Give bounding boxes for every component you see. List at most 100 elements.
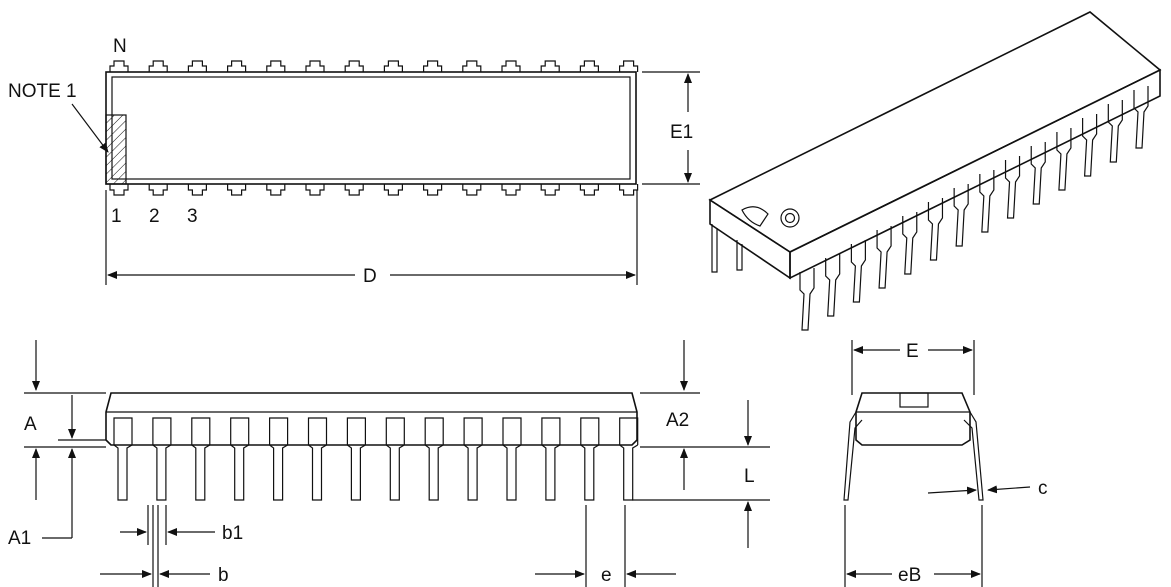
iso-pin bbox=[953, 184, 969, 247]
dim-e1-label: E1 bbox=[670, 122, 693, 143]
top-pin-stub-lower bbox=[423, 184, 443, 196]
c-arrow-right bbox=[927, 486, 977, 495]
pin-n-label: N bbox=[113, 36, 127, 57]
dim-b1-label: b1 bbox=[222, 523, 243, 544]
top-pin-stub-lower bbox=[462, 184, 482, 196]
pin1-index-mark bbox=[105, 114, 127, 185]
top-pin-stub-upper bbox=[148, 60, 168, 72]
side-view-pins bbox=[113, 417, 639, 501]
dim-e-label: e bbox=[601, 565, 612, 586]
top-pin-stub-lower bbox=[148, 184, 168, 196]
end-view-lead-right bbox=[963, 411, 984, 501]
iso-top-face bbox=[708, 11, 1162, 253]
side-pin bbox=[346, 417, 366, 501]
top-pin-stub-lower bbox=[383, 184, 403, 196]
iso-pin bbox=[876, 226, 892, 289]
end-view-body bbox=[855, 392, 971, 446]
top-pin-stub-lower bbox=[187, 184, 207, 196]
iso-view-pins bbox=[711, 86, 1149, 331]
top-pin-stub-upper bbox=[501, 60, 521, 72]
top-pin-stub-lower bbox=[266, 184, 286, 196]
dim-a1-label: A1 bbox=[8, 528, 31, 549]
top-pin-stub-upper bbox=[266, 60, 286, 72]
top-view-pins bbox=[109, 60, 639, 196]
end-view-notch bbox=[899, 392, 929, 408]
c-arrow-left bbox=[987, 485, 1031, 494]
iso-pin bbox=[825, 254, 841, 317]
side-view-body bbox=[105, 392, 638, 446]
top-pin-stub-upper bbox=[227, 60, 247, 72]
iso-pin bbox=[902, 212, 918, 275]
top-pin-stub-upper bbox=[109, 60, 129, 72]
iso-pin1-dot bbox=[780, 208, 800, 228]
top-pin-stub-upper bbox=[579, 60, 599, 72]
dim-b-label: b bbox=[218, 565, 229, 586]
side-pin bbox=[191, 417, 211, 501]
top-pin-stub-upper bbox=[305, 60, 325, 72]
side-view: A A1 A2 L b1 b e bbox=[8, 340, 770, 587]
top-pin-stub-upper bbox=[383, 60, 403, 72]
iso-pin bbox=[1030, 142, 1046, 205]
dim-d-label: D bbox=[363, 266, 377, 287]
note-1-label: NOTE 1 bbox=[8, 81, 77, 102]
iso-pin bbox=[850, 240, 866, 303]
top-pin-stub-upper bbox=[344, 60, 364, 72]
dim-eb-label: eB bbox=[898, 565, 921, 586]
iso-pin bbox=[979, 170, 995, 233]
side-pin bbox=[152, 417, 172, 501]
side-pin bbox=[269, 417, 289, 501]
iso-side-face bbox=[789, 68, 1161, 280]
pin-number-2: 2 bbox=[149, 206, 160, 227]
top-pin-stub-lower bbox=[501, 184, 521, 196]
top-view: N NOTE 1 1 2 3 D E1 bbox=[8, 36, 700, 287]
side-pin bbox=[113, 417, 133, 501]
iso-pin-far bbox=[711, 224, 718, 273]
isometric-view bbox=[708, 11, 1162, 331]
side-pin bbox=[541, 417, 561, 501]
top-pin-stub-lower bbox=[227, 184, 247, 196]
top-pin-stub-upper bbox=[540, 60, 560, 72]
iso-pin bbox=[1056, 128, 1072, 191]
side-pin bbox=[463, 417, 483, 501]
pin-number-3: 3 bbox=[187, 206, 198, 227]
iso-pin bbox=[1133, 86, 1149, 149]
iso-pin bbox=[799, 268, 815, 331]
top-pin-stub-lower bbox=[579, 184, 599, 196]
top-pin-stub-upper bbox=[423, 60, 443, 72]
dim-e-upper-label: E bbox=[906, 341, 919, 362]
pin-number-1: 1 bbox=[111, 206, 122, 227]
side-pin bbox=[424, 417, 444, 501]
top-pin-stub-upper bbox=[187, 60, 207, 72]
side-pin bbox=[385, 417, 405, 501]
top-view-inner-outline bbox=[111, 76, 631, 180]
note-1-leader bbox=[71, 103, 109, 153]
iso-pin bbox=[1004, 156, 1021, 219]
end-view: E eB c bbox=[843, 340, 1048, 587]
side-pin bbox=[230, 417, 250, 501]
side-pin bbox=[580, 417, 600, 501]
top-pin-stub-upper bbox=[619, 60, 639, 72]
top-pin-stub-lower bbox=[344, 184, 364, 196]
iso-pin bbox=[1082, 114, 1098, 177]
iso-end-face bbox=[709, 198, 791, 280]
dim-l-label: L bbox=[744, 466, 755, 487]
dim-a-label: A bbox=[24, 414, 37, 435]
iso-notch bbox=[741, 206, 769, 227]
dim-c-label: c bbox=[1038, 478, 1048, 499]
end-view-lead-left bbox=[843, 411, 863, 501]
top-pin-stub-lower bbox=[305, 184, 325, 196]
top-pin-stub-upper bbox=[462, 60, 482, 72]
dim-a2-label: A2 bbox=[666, 410, 689, 431]
side-pin bbox=[619, 417, 639, 501]
top-pin-stub-lower bbox=[540, 184, 560, 196]
side-pin bbox=[502, 417, 522, 501]
side-pin bbox=[307, 417, 328, 501]
top-pin-stub-lower bbox=[109, 184, 129, 196]
iso-pin bbox=[1107, 100, 1123, 163]
iso-pin bbox=[927, 198, 944, 261]
top-view-body bbox=[105, 71, 637, 185]
iso-pin-far bbox=[736, 240, 743, 271]
top-pin-stub-lower bbox=[619, 184, 639, 196]
